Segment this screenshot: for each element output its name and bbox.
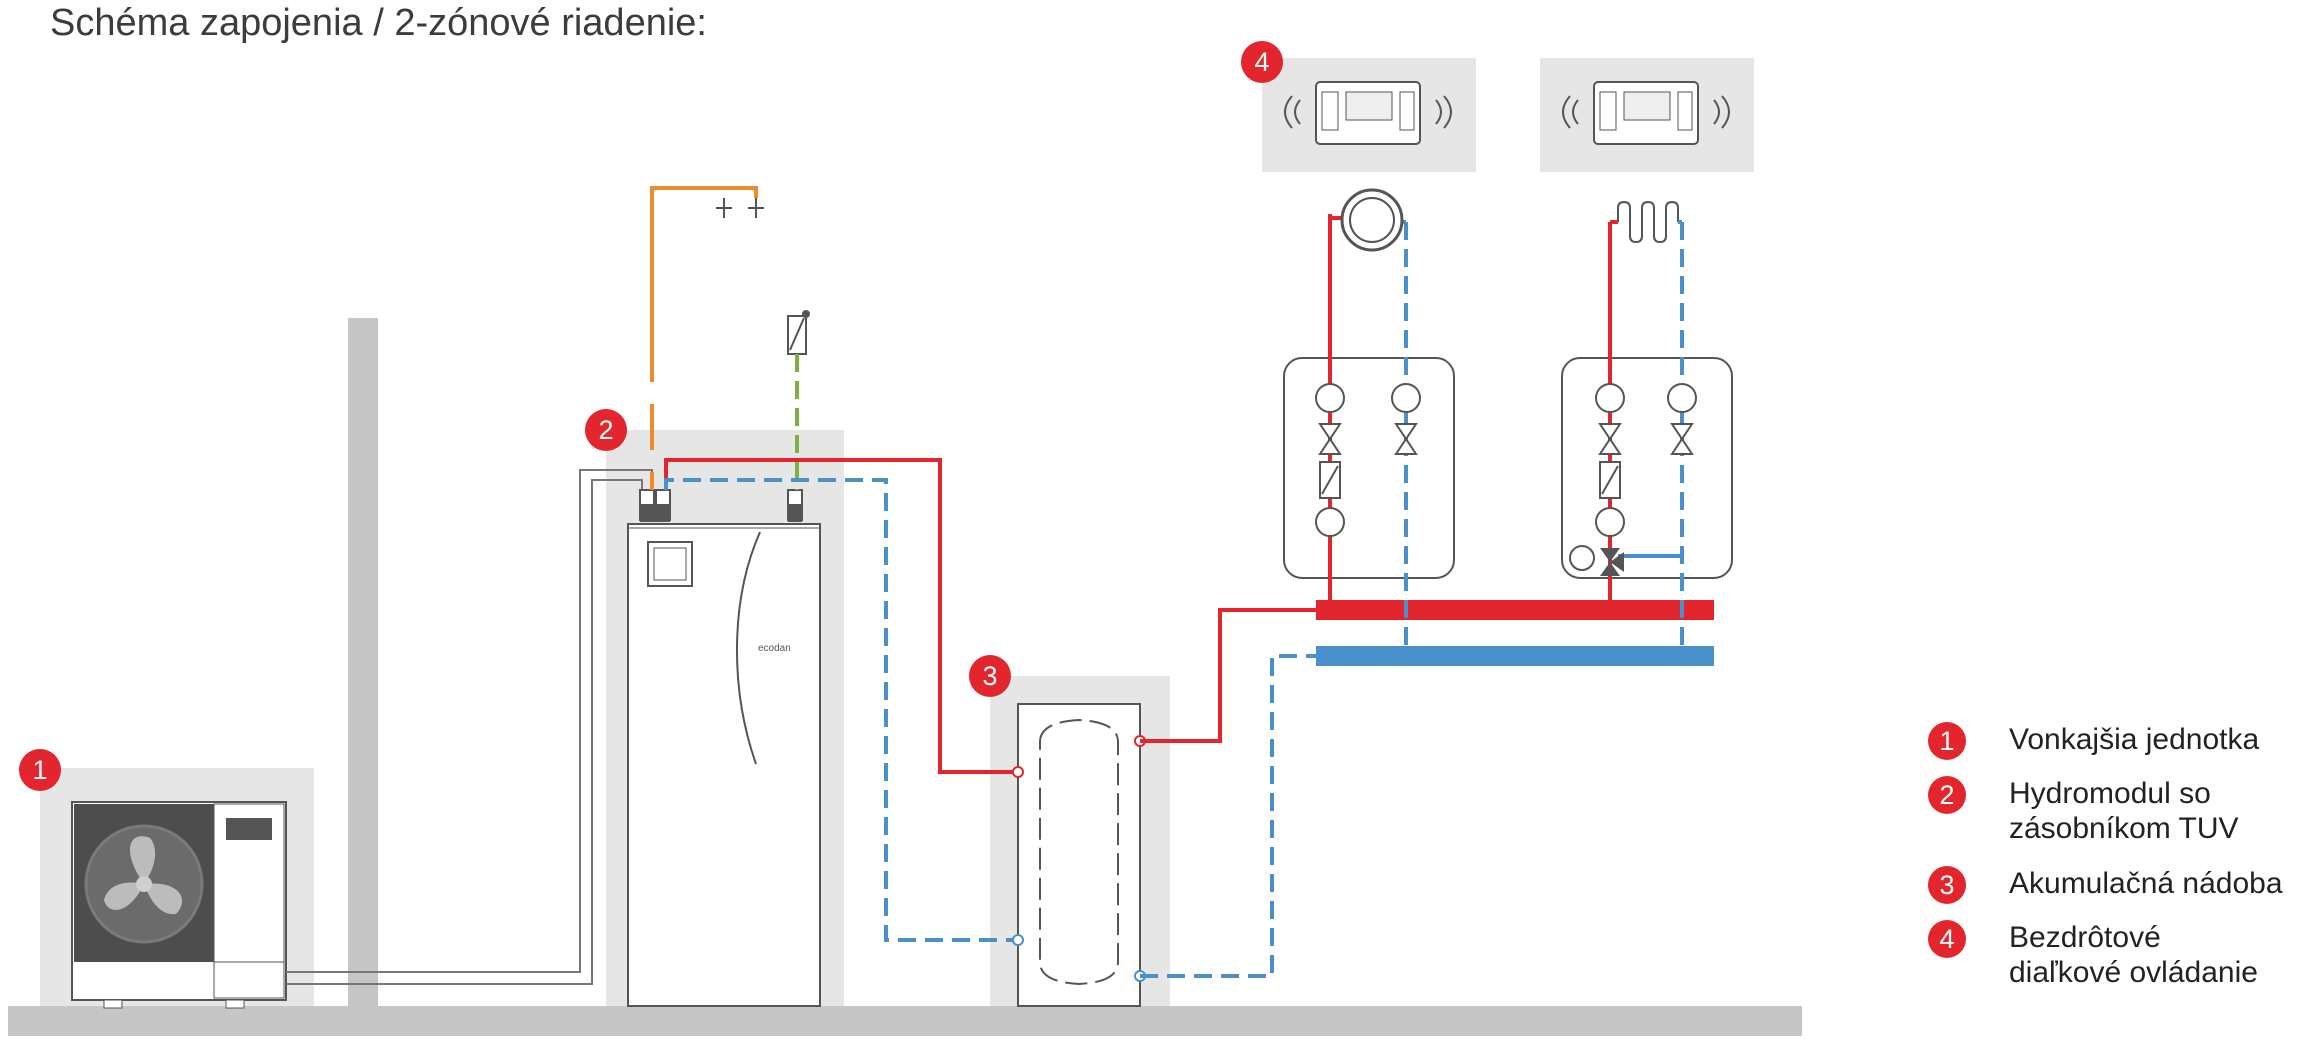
wall [348, 318, 378, 1006]
hydromodule: ecodan [627, 489, 821, 1007]
legend-item-4: 4 Bezdrôtové diaľkové ovládanie [1928, 920, 2259, 990]
power-line [650, 186, 758, 490]
legend-item-2: 2 Hydromodul so zásobníkom TUV [1928, 776, 2259, 846]
mixing-valve-icon [1600, 548, 1624, 576]
svg-text:3: 3 [982, 661, 997, 691]
legend-number: 1 [1928, 722, 1966, 760]
legend-label: Hydromodul so zásobníkom TUV [2009, 777, 2239, 845]
legend-label: Akumulačná nádoba [2009, 867, 2283, 900]
svg-text:1: 1 [32, 755, 47, 785]
floor-heating-icon [1617, 200, 1679, 244]
badge-3: 3 [969, 655, 1011, 697]
legend-item-3: 3 Akumulačná nádoba [1928, 866, 2302, 904]
legend-item-1: 1 Vonkajšia jednotka [1928, 722, 2302, 760]
power-terminals-icon [716, 198, 764, 218]
valve-icon [1318, 423, 1342, 455]
legend-label: Vonkajšia jednotka [2009, 723, 2260, 756]
wireless-controller-2 [1562, 81, 1730, 145]
legend-label: Bezdrôtové diaľkové ovládanie [2009, 921, 2258, 989]
buffer-tank [1012, 703, 1146, 1007]
outdoor-sensor [787, 310, 810, 490]
svg-text:4: 4 [1254, 47, 1269, 77]
return-line-to-hydromodule [664, 478, 1018, 942]
outdoor-unit [71, 801, 287, 1009]
diagram-title: Schéma zapojenia / 2-zónové riadenie: [50, 2, 707, 44]
refrigerant-lines [286, 469, 653, 985]
wireless-signal-icon [1284, 95, 1452, 129]
badge-2: 2 [585, 409, 627, 451]
hydromodule-brand: ecodan [758, 643, 791, 654]
return-line-from-manifold [1140, 654, 1318, 978]
svg-text:2: 2 [598, 415, 613, 445]
outdoor-unit-logo [226, 818, 272, 840]
zone-2-module [1561, 200, 1733, 646]
badge-4: 4 [1241, 41, 1283, 83]
legend-number: 3 [1928, 866, 1966, 904]
legend-number: 2 [1928, 776, 1966, 814]
actuator-icon [1569, 545, 1595, 571]
supply-manifold [1316, 600, 1714, 620]
pump-icon [1315, 507, 1345, 537]
floor [8, 1006, 1802, 1036]
supply-line-to-buffer [664, 458, 1018, 774]
legend-number: 4 [1928, 920, 1966, 958]
badge-1: 1 [19, 749, 61, 791]
wireless-controller-1 [1284, 81, 1452, 145]
supply-line-to-manifold [1140, 608, 1318, 743]
return-manifold [1316, 646, 1714, 666]
fan-icon [104, 836, 183, 915]
zone-1-module [1283, 188, 1455, 646]
